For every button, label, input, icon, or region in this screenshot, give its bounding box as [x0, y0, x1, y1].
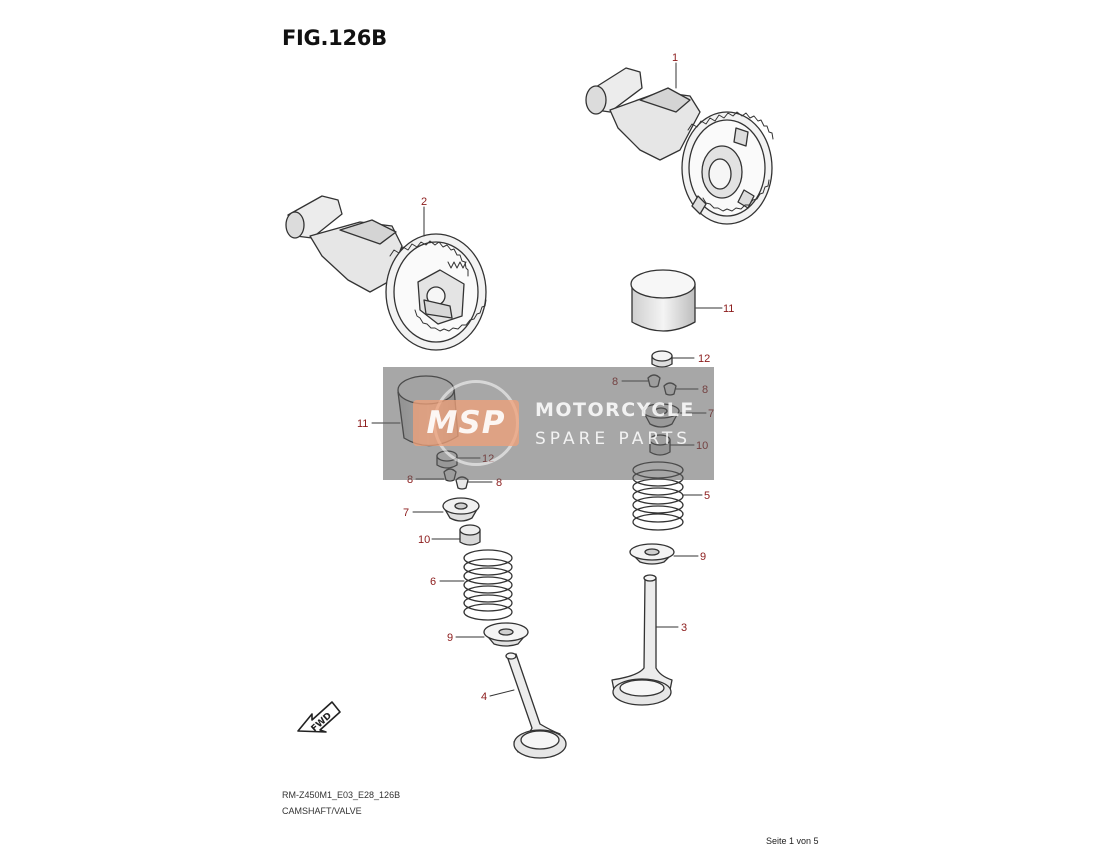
callout-9-left: 9	[447, 632, 453, 644]
valve-spring-left	[463, 549, 513, 621]
callout-2: 2	[421, 196, 427, 208]
callout-7-left: 7	[403, 507, 409, 519]
spring-seat-left	[483, 622, 529, 647]
callout-1: 1	[672, 52, 678, 64]
callout-11-left: 11	[357, 418, 368, 430]
valve-right	[611, 574, 673, 706]
camshaft-lower-with-decompressor	[285, 195, 487, 351]
callout-12-right: 12	[698, 353, 710, 365]
camshaft-upper-gear-teeth	[687, 111, 774, 212]
watermark-badge-text: MSP	[426, 405, 506, 441]
callout-5: 5	[704, 490, 710, 502]
shim-right	[651, 350, 673, 368]
spring-retainer-left	[442, 497, 480, 522]
forward-direction-arrow	[297, 701, 341, 733]
callout-3: 3	[681, 622, 687, 634]
camshaft-upper	[585, 67, 773, 225]
page-indicator: Seite 1 von 5	[766, 836, 819, 846]
callout-10-left: 10	[418, 534, 430, 546]
watermark-badge: MSP	[413, 400, 519, 446]
callout-8-left-a: 8	[407, 474, 413, 486]
spring-seat-right	[629, 543, 675, 565]
callout-9-right: 9	[700, 551, 706, 563]
valve-left	[505, 652, 567, 759]
figure-title: FIG.126B	[282, 26, 387, 50]
callout-6: 6	[430, 576, 436, 588]
watermark-line-1: MOTORCYCLE	[535, 399, 695, 421]
camshaft-lower-gear-teeth	[389, 240, 487, 332]
stem-seal-left	[459, 524, 481, 546]
callout-4: 4	[481, 691, 487, 703]
tappet-right	[630, 269, 696, 332]
watermark-overlay: MSP MOTORCYCLE SPARE PARTS	[383, 367, 714, 480]
figure-name: CAMSHAFT/VALVE	[282, 806, 362, 816]
figure-code: RM-Z450M1_E03_E28_126B	[282, 790, 401, 800]
callout-11-right: 11	[723, 303, 734, 315]
watermark-line-2: SPARE PARTS	[535, 429, 692, 449]
callout-8-left-b: 8	[496, 477, 502, 489]
